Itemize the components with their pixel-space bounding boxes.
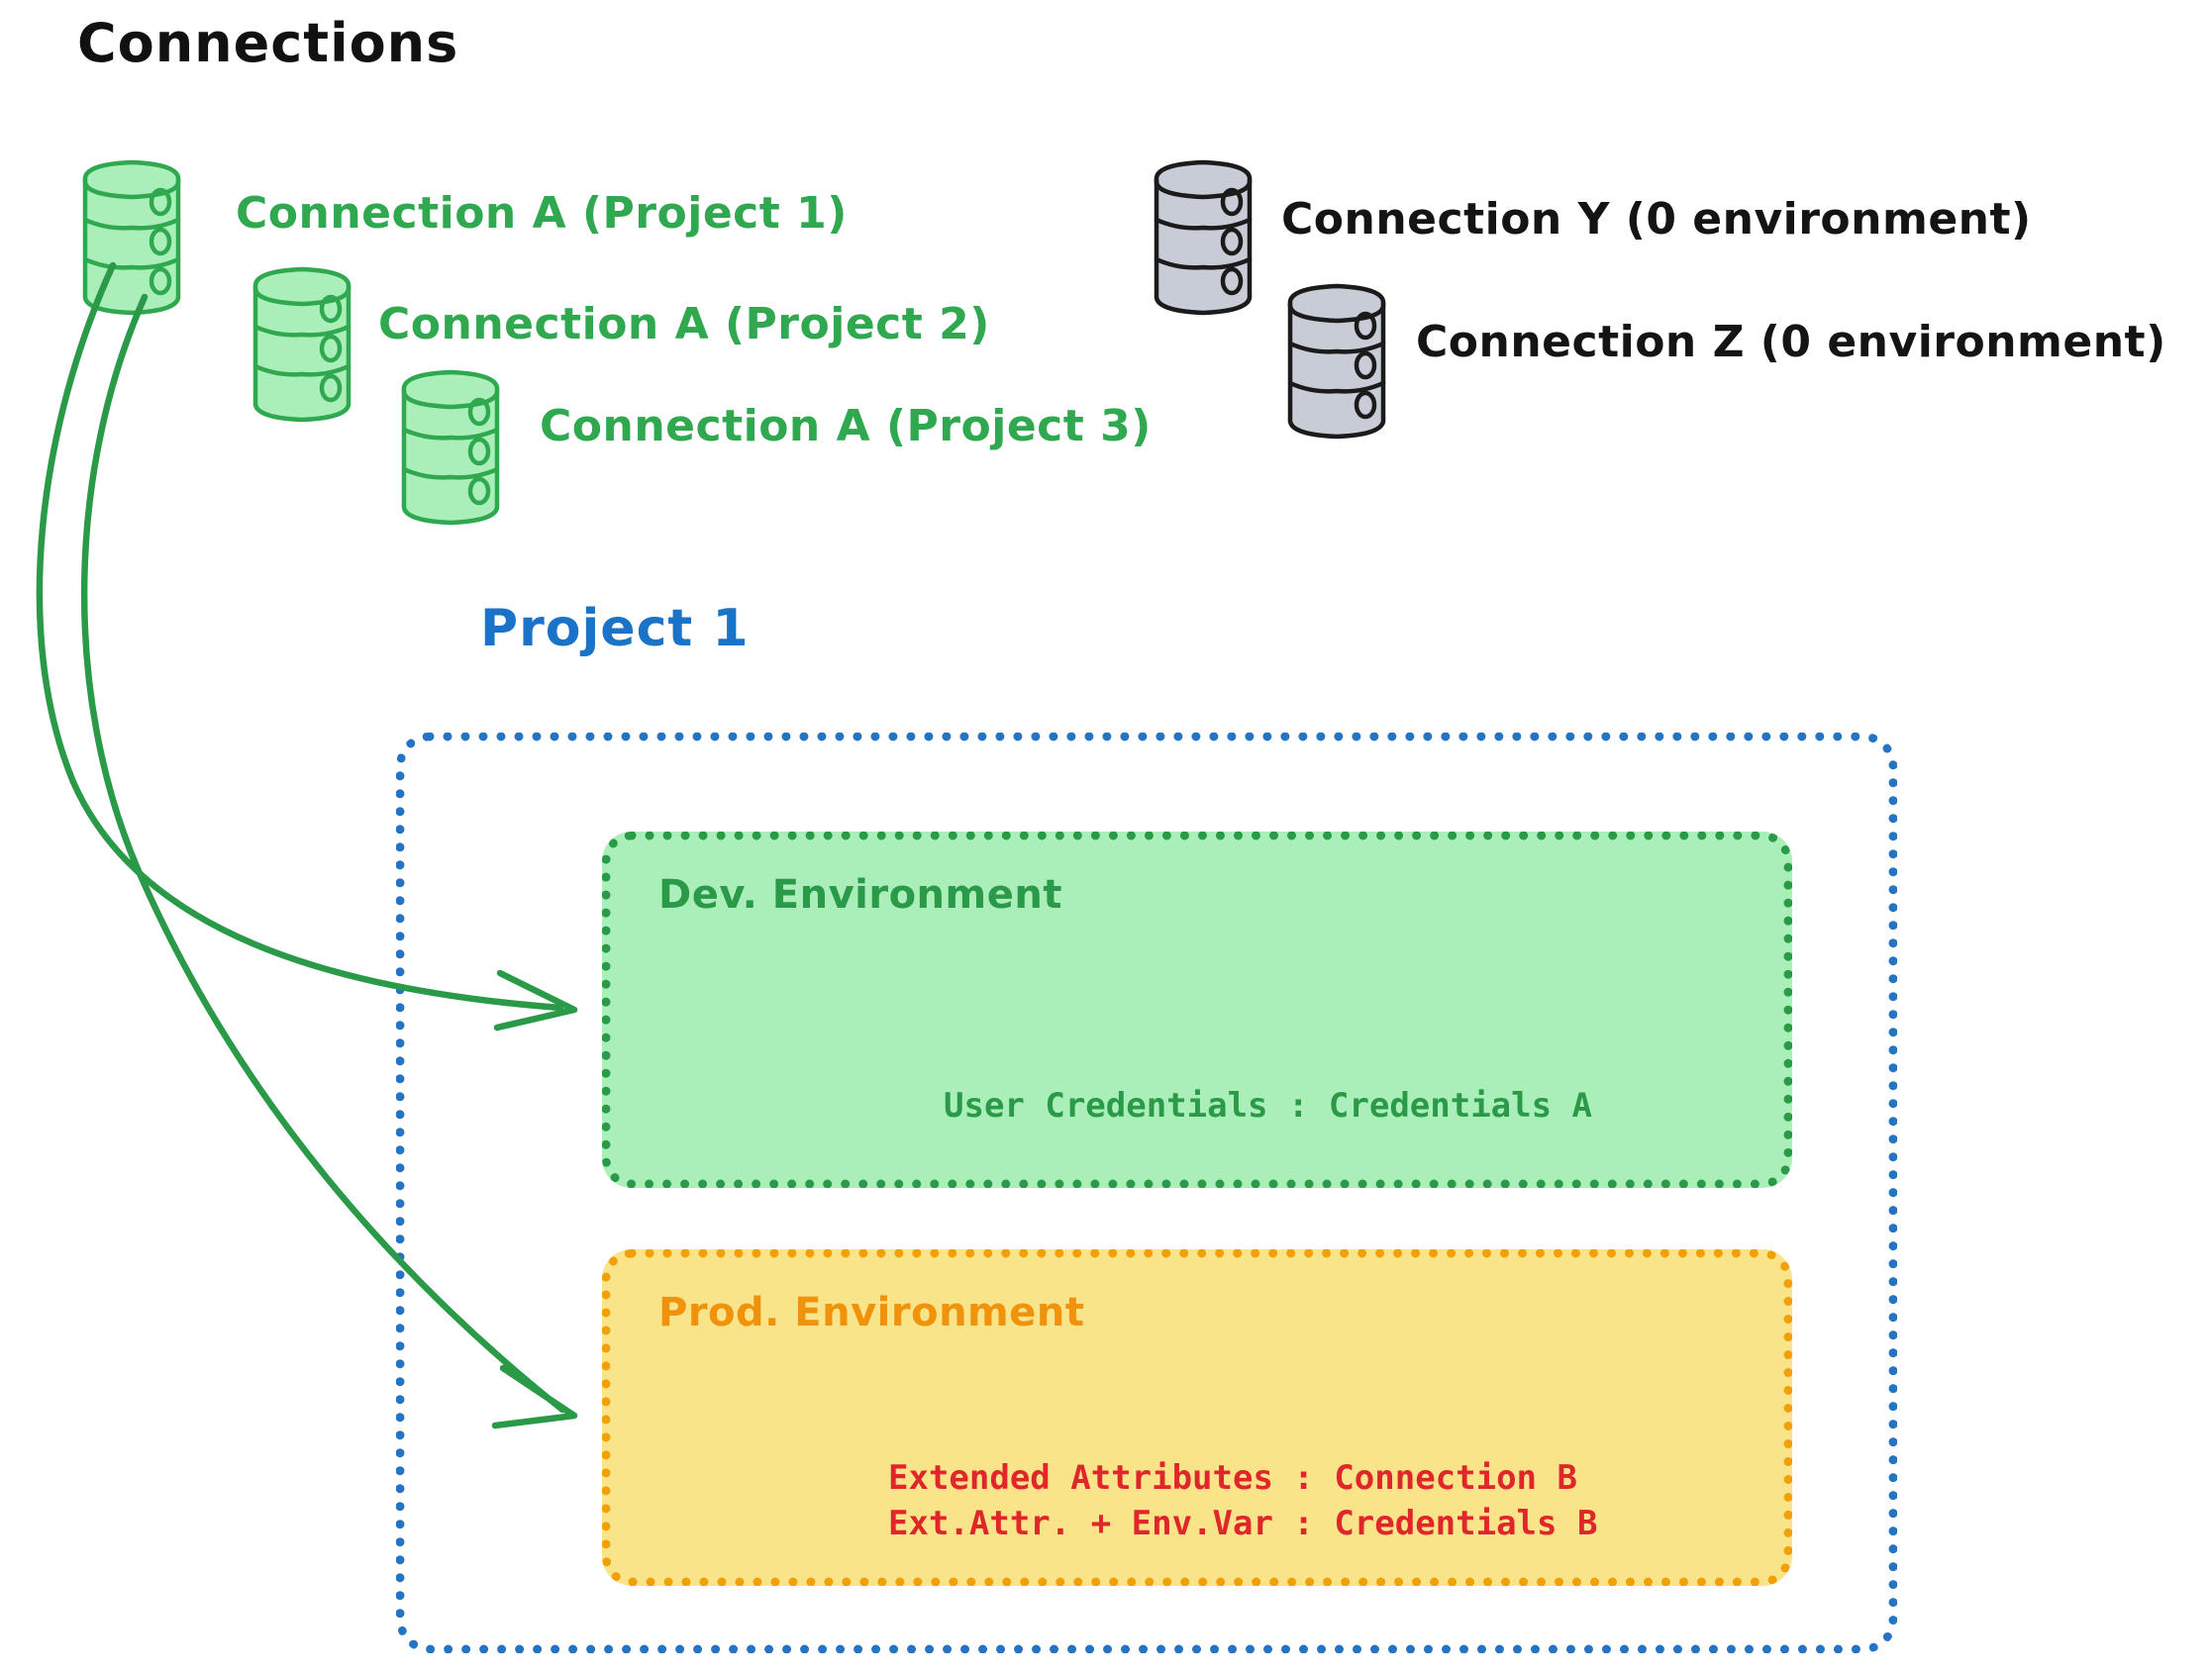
page-title-connections: Connections <box>77 12 459 74</box>
database-icon <box>1282 282 1391 450</box>
prod-environment-title: Prod. Environment <box>658 1290 1085 1335</box>
connection-label-z: Connection Z (0 environment) <box>1416 317 2166 367</box>
dev-environment-title: Dev. Environment <box>658 872 1062 918</box>
database-icon <box>396 368 505 537</box>
connection-label-a3: Connection A (Project 3) <box>540 401 1152 451</box>
connection-label-a2: Connection A (Project 2) <box>378 299 990 349</box>
dev-credentials-line: User Credentials : Credentials A <box>944 1086 1593 1126</box>
prod-extended-attributes-line: Extended Attributes : Connection B <box>888 1458 1577 1498</box>
database-icon <box>248 265 356 434</box>
database-icon <box>1149 158 1257 327</box>
connection-label-a1: Connection A (Project 1) <box>236 188 848 239</box>
database-icon <box>77 158 186 327</box>
page-title-project: Project 1 <box>480 599 750 658</box>
connection-label-y: Connection Y (0 environment) <box>1281 194 2032 245</box>
dev-environment-box: Dev. Environment User Credentials : Cred… <box>602 832 1792 1188</box>
prod-environment-box: Prod. Environment Extended Attributes : … <box>602 1249 1792 1586</box>
prod-env-var-line: Ext.Attr. + Env.Var : Credentials B <box>888 1504 1598 1543</box>
